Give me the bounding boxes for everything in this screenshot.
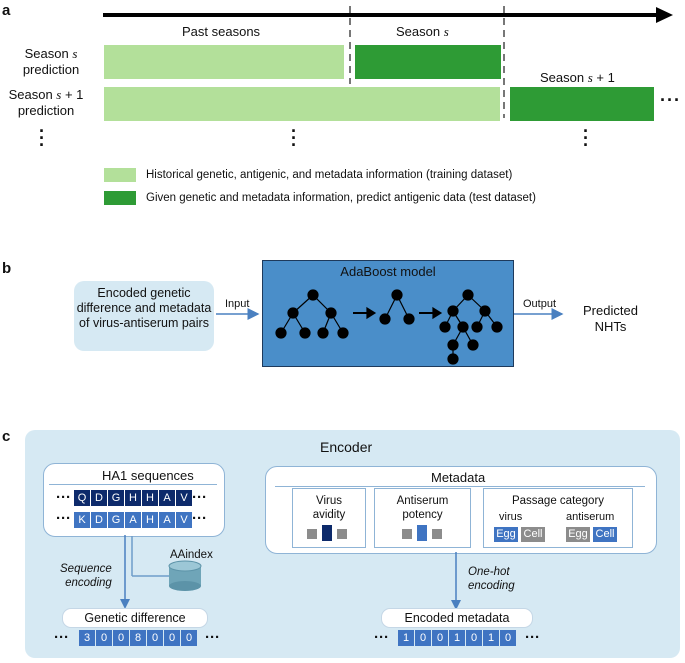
vertical-ellipsis-left: ··· [39,121,45,155]
em-ellipsis-right: ··· [525,629,540,646]
decision-trees [275,289,503,365]
encoded-metadata-pill: Encoded metadata [381,608,533,628]
genetic-difference-value: 3 [79,630,95,646]
antiserum-egg-tag: Egg [566,527,590,542]
aaindex-label: AAindex [170,549,213,561]
seq1-residue: G [108,490,124,506]
seq1-residue: Q [74,490,90,506]
seq2-ellipsis-right: ··· [192,510,207,527]
passage-category-label: Passage category [511,495,605,507]
input-box-text: Encoded genetic difference and metadata … [76,286,212,330]
seq2-residue: A [159,512,175,528]
avidity-square-2 [322,525,332,541]
genetic-difference-value: 8 [130,630,146,646]
row1-test-bar [355,45,501,79]
genetic-difference-value: 0 [96,630,112,646]
gd-ellipsis-right: ··· [205,629,220,646]
header-season-s-plus-1: Season s + 1 [540,70,615,85]
seq1-residue: H [125,490,141,506]
encoded-metadata-value: 1 [449,630,465,646]
seq1-residue: H [142,490,158,506]
seq2-residue: H [142,512,158,528]
sequence-encoding-arrow [120,535,130,609]
genetic-difference-value: 0 [113,630,129,646]
virus-egg-tag: Egg [494,527,518,542]
encoded-metadata-value: 1 [483,630,499,646]
potency-square-2 [417,525,427,541]
metadata-title: Metadata [431,470,486,485]
gd-ellipsis-left: ··· [54,629,69,646]
panel-c-letter: c [2,428,11,445]
panel-b-letter: b [2,260,12,277]
passage-virus-label: virus [499,511,523,523]
genetic-difference-label: Genetic difference [84,611,186,625]
header-season-s: Season s [396,24,449,39]
row2-ellipsis: ··· [660,90,681,110]
input-box: Encoded genetic difference and metadata … [74,281,214,351]
onehot-encoding-arrow [451,552,461,610]
input-label: Input [225,298,250,310]
potency-square-3 [432,529,442,539]
seq1-residue: A [159,490,175,506]
encoded-metadata-value: 0 [432,630,448,646]
legend-light-swatch [104,168,136,182]
output-label: Output [523,298,557,310]
virus-cell-tag: Cell [521,527,545,542]
seq2-ellipsis-left: ··· [56,510,71,527]
seq1-ellipsis-right: ··· [192,489,207,506]
passage-antiserum-label: antiserum [566,511,615,523]
seq2-residue: K [74,512,90,528]
row2-training-bar [104,87,500,121]
header-past-seasons: Past seasons [182,24,261,39]
adaboost-title: AdaBoost model [340,264,436,279]
vertical-ellipsis-right: ··· [583,121,589,155]
genetic-difference-value: 0 [164,630,180,646]
ha1-divider [49,484,217,485]
encoded-metadata-value: 1 [398,630,414,646]
encoder-title: Encoder [320,439,373,455]
seq1-ellipsis-left: ··· [56,489,71,506]
ha1-title: HA1 sequences [102,468,194,483]
aaindex-database-icon [131,536,202,591]
seq2-residue: G [108,512,124,528]
seq1-residue: D [91,490,107,506]
timeline-arrow [103,6,673,118]
row2-test-bar [510,87,654,121]
panel-b-arrows [216,308,564,320]
potency-square-1 [402,529,412,539]
seq2-residue: A [125,512,141,528]
adaboost-model-box: AdaBoost model [262,260,514,367]
antiserum-cell-tag: Cell [593,527,617,542]
vertical-ellipsis-middle: ··· [291,121,297,155]
seq1-residue: V [176,490,192,506]
em-ellipsis-left: ··· [374,629,389,646]
row1-training-bar [104,45,344,79]
metadata-divider [275,486,645,487]
genetic-difference-pill: Genetic difference [62,608,208,628]
genetic-difference-value: 0 [181,630,197,646]
legend-dark-text: Given genetic and metadata information, … [146,192,536,204]
seq2-residue: V [176,512,192,528]
genetic-difference-value: 0 [147,630,163,646]
passage-category-box: Passage category virus antiserum Egg Cel… [483,488,633,548]
seq2-residue: D [91,512,107,528]
legend-light-text: Historical genetic, antigenic, and metad… [146,169,513,181]
panel-a-letter: a [2,2,11,19]
encoded-metadata-label: Encoded metadata [404,611,510,625]
encoded-metadata-value: 0 [466,630,482,646]
avidity-square-1 [307,529,317,539]
legend-dark-swatch [104,191,136,205]
encoded-metadata-value: 0 [415,630,431,646]
encoded-metadata-value: 0 [500,630,516,646]
avidity-square-3 [337,529,347,539]
